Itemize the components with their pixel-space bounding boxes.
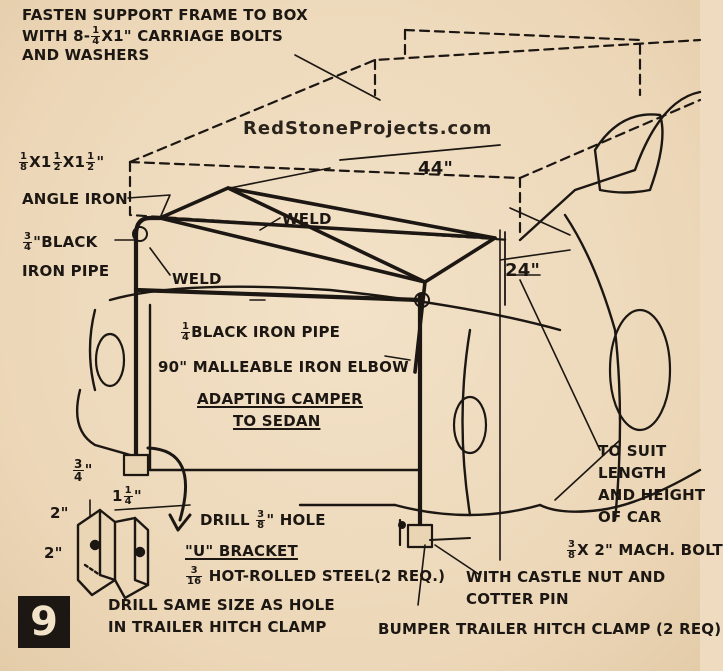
rotation-arrow [146, 446, 188, 522]
fasten-bolts-suffix: X1" CARRIAGE BOLTS [101, 27, 283, 45]
suit-note-line-1: TO SUIT [598, 442, 667, 460]
hitch-clamps [122, 453, 434, 549]
mach-bolt-text: X 2" MACH. BOLT [577, 541, 723, 559]
rotation-arrowhead [168, 513, 192, 532]
angle-iron-label: ANGLE IRON [22, 190, 128, 208]
u-bracket-label: "U" BRACKET [185, 542, 298, 560]
width-dimension: 44" [418, 158, 454, 179]
bracket-side-dimension: 2" [44, 544, 63, 562]
upright-pipes [133, 215, 423, 533]
weld-label-2: WELD [172, 270, 222, 288]
steel-text: HOT-ROLLED STEEL(2 REQ.) [208, 567, 446, 585]
bracket-height-unit: " [84, 461, 93, 479]
black-pipe-large-line-2: IRON PIPE [22, 262, 110, 280]
castle-nut-line-1: WITH CASTLE NUT AND [466, 568, 666, 586]
drill-hole-suffix: " HOLE [266, 511, 326, 529]
figure-number: 9 [18, 596, 70, 648]
elbow-joint-right [414, 292, 430, 308]
elbow-joint-left [132, 226, 148, 242]
dimension-arrows [339, 144, 506, 306]
depth-dimension: 24" [505, 260, 541, 281]
u-bracket [76, 508, 150, 600]
black-pipe-large-word: BLACK [41, 233, 98, 251]
elbow-label: 90" MALLEABLE IRON ELBOW [158, 358, 409, 376]
fasten-bolts-prefix: WITH 8- [22, 27, 91, 45]
suit-note-line-4: OF CAR [598, 508, 662, 526]
adapting-title-line-1: ADAPTING CAMPER [197, 390, 363, 408]
castle-nut-line-2: COTTER PIN [466, 590, 569, 608]
fasten-note-line-1: FASTEN SUPPORT FRAME TO BOX [22, 6, 308, 24]
drill-same-line-1: DRILL SAME SIZE AS HOLE [108, 596, 335, 614]
bracket-width-dimension: 2" [50, 504, 69, 522]
weld-label-1: WELD [282, 210, 332, 228]
drill-hole-word: DRILL [200, 511, 250, 529]
car-taillight-left [94, 332, 126, 388]
suit-note-line-2: LENGTH [598, 464, 667, 482]
suit-note-line-3: AND HEIGHT [598, 486, 706, 504]
camper-frame-drawing [76, 28, 702, 606]
drill-same-line-2: IN TRAILER HITCH CLAMP [108, 618, 327, 636]
car-taillight-right [452, 395, 488, 455]
car-wheel-right [608, 308, 672, 432]
machine-bolt [398, 521, 471, 541]
car-body [76, 90, 702, 522]
black-pipe-small-text: BLACK IRON PIPE [191, 323, 341, 341]
bumper-clamp-label: BUMPER TRAILER HITCH CLAMP (2 REQ) [378, 620, 722, 638]
leader-lines [114, 54, 621, 606]
fasten-note-line-3: AND WASHERS [22, 46, 150, 64]
adapting-title-line-2: TO SEDAN [233, 412, 321, 430]
watermark: RedStoneProjects.com [243, 118, 493, 139]
